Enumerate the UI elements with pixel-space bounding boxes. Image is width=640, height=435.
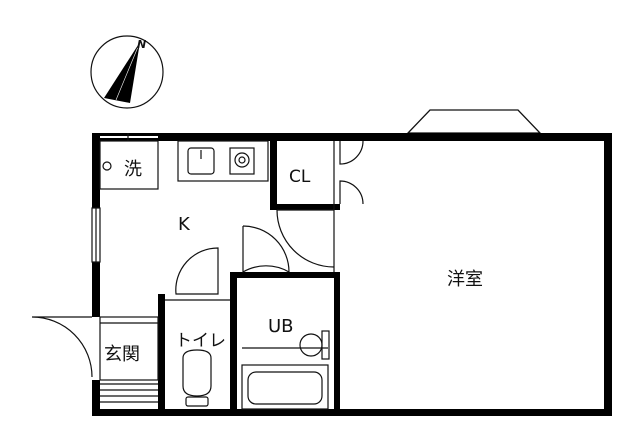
compass-ring: [90, 35, 164, 109]
entrance-door: [31, 316, 93, 378]
room-door: [276, 209, 335, 268]
labels: 洗 K CL 洋室 UB トイレ 玄関: [104, 159, 483, 365]
wall-bath-left: [230, 272, 237, 416]
label-kitchen: K: [178, 214, 191, 235]
stove-icon: [229, 147, 255, 175]
bathtub-icon: [241, 364, 329, 410]
partitions: [91, 133, 335, 403]
label-western-room: 洋室: [447, 269, 483, 290]
washbasin-icon: [299, 333, 323, 357]
label-washer: 洗: [124, 159, 142, 180]
bay-window: [406, 109, 542, 134]
sink-icon: [187, 147, 215, 175]
wall-right: [604, 133, 612, 416]
north-arrow-icon: [104, 42, 140, 103]
compass: N: [90, 35, 164, 109]
label-closet: CL: [289, 167, 311, 187]
label-toilet: トイレ: [175, 331, 226, 351]
wall-closet-bottom: [270, 204, 340, 210]
wall-closet-left: [270, 133, 277, 210]
washer-drain-icon: [102, 161, 112, 171]
wall-bottom: [92, 409, 612, 416]
compass-north-label: N: [137, 38, 146, 51]
label-unit-bath: UB: [268, 316, 294, 337]
fixtures: [102, 147, 330, 410]
closet-door-lower: [339, 180, 364, 205]
wall-room-divider: [334, 272, 340, 416]
label-entrance: 玄関: [104, 344, 140, 365]
doors: [31, 140, 364, 378]
walls: [92, 133, 612, 416]
bath-door: [242, 225, 290, 273]
kitchen-counter: [177, 140, 269, 182]
wall-left-upper: [92, 133, 100, 208]
entrance-area: [99, 316, 159, 381]
wall-bath-top: [230, 272, 340, 278]
wall-left-lower: [92, 262, 100, 317]
closet-door-upper: [339, 140, 364, 165]
washer-area: [99, 140, 159, 190]
toilet-bowl-icon: [182, 349, 212, 397]
wall-left-bottom: [92, 380, 100, 416]
wall-toilet-left: [158, 294, 165, 416]
wall-top: [92, 133, 612, 141]
toilet-door: [175, 247, 219, 295]
